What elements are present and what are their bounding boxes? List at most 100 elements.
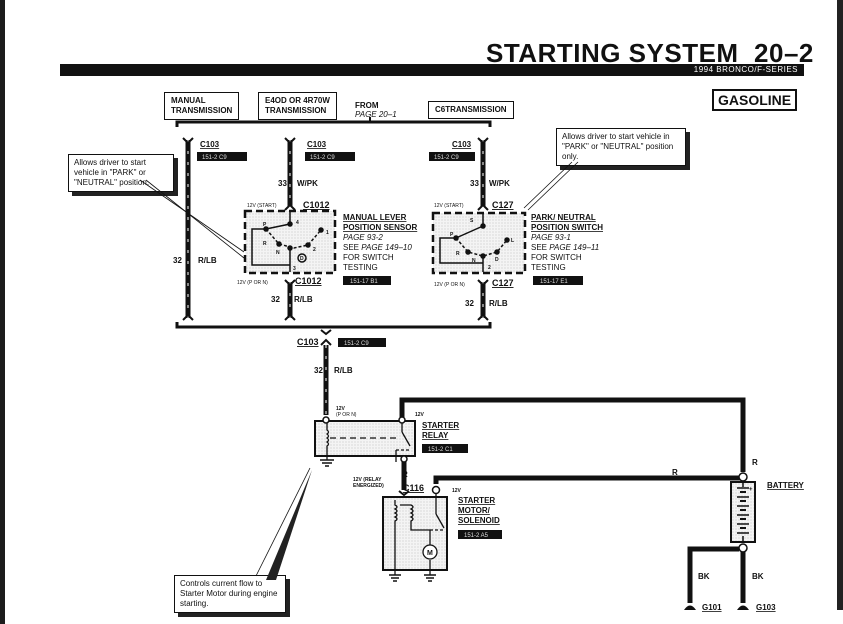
mlps-name-1: MANUAL LEVER bbox=[343, 213, 407, 222]
mlps-pos-n: N bbox=[276, 250, 280, 256]
manual-line-2: TRANSMISSION bbox=[171, 106, 233, 115]
title-text: STARTING SYSTEM bbox=[486, 38, 739, 68]
wire-mid-bottom bbox=[284, 279, 296, 321]
solenoid-voltage: 12V bbox=[452, 488, 462, 494]
w32-mid-circuit: 32 bbox=[271, 295, 280, 304]
c103-mid-ref: 151-2 C9 bbox=[310, 155, 335, 161]
relay-contact-voltage: 12V bbox=[415, 412, 425, 418]
pnp-ref-bg bbox=[533, 276, 583, 285]
ground-right-color: BK bbox=[752, 572, 764, 581]
relay-energized-voltage-1: 12V (RELAY bbox=[353, 477, 382, 483]
wire-battery-to-solenoid bbox=[433, 475, 740, 484]
note-right-leader bbox=[523, 161, 573, 209]
ground-left-color: BK bbox=[698, 572, 710, 581]
wire-right-bottom bbox=[477, 279, 489, 321]
c6-transmission-label: C6TRANSMISSION bbox=[428, 101, 514, 119]
relay-ref: 151-2 C1 bbox=[428, 447, 453, 453]
pnp-pn-voltage: 12V (P OR N) bbox=[434, 282, 465, 288]
mlps-start-voltage: 12V (START) bbox=[247, 203, 277, 209]
c103-left-ref-bg bbox=[197, 152, 247, 161]
page-title: STARTING SYSTEM 20–2 bbox=[486, 38, 814, 69]
svg-text:SEE PAGE 149–11: SEE PAGE 149–11 bbox=[531, 243, 599, 252]
right-scan-border bbox=[837, 0, 843, 610]
solenoid-terminal bbox=[431, 485, 441, 495]
relay-name-1: STARTER bbox=[422, 421, 459, 430]
w32-mid-color: R/LB bbox=[294, 295, 313, 304]
w32-right-color: R/LB bbox=[489, 299, 508, 308]
c103-mid-label: C103 bbox=[307, 140, 327, 149]
starter-name-2: MOTOR/ bbox=[458, 506, 491, 515]
battery-polarity: + bbox=[749, 487, 753, 493]
c1012-bottom-label: C1012 bbox=[295, 276, 322, 286]
mlps-switch-symbol bbox=[251, 212, 324, 272]
wire-right-top bbox=[477, 137, 489, 211]
manual-transmission-label: MANUAL TRANSMISSION bbox=[164, 92, 240, 120]
starter-ref-bg bbox=[458, 530, 502, 539]
e4od-line-2: TRANSMISSION bbox=[265, 106, 327, 115]
c103-right-ref: 151-2 C9 bbox=[434, 155, 459, 161]
c127-top-label: C127 bbox=[492, 200, 514, 210]
wire-mid-top bbox=[284, 137, 296, 211]
starter-name-1: STARTER bbox=[458, 496, 495, 505]
mlps-name-2: POSITION SENSOR bbox=[343, 223, 417, 232]
bottom-bus bbox=[175, 322, 492, 329]
relay-coil-voltage-2: (P OR N) bbox=[336, 412, 357, 418]
mlps-pos-3: 3 bbox=[293, 266, 296, 272]
page-number: 20–2 bbox=[754, 38, 814, 68]
note-right-leader-2 bbox=[527, 161, 579, 211]
pnp-see-page: PAGE 149–11 bbox=[549, 243, 599, 252]
note-bottom-leader bbox=[255, 467, 311, 577]
battery-cells-icon bbox=[737, 482, 749, 542]
w32-left-circuit: 32 bbox=[173, 256, 182, 265]
c103-bottom-ref-bg bbox=[338, 338, 386, 347]
relay-coil-terminal bbox=[322, 416, 330, 424]
mlps-ref: 151-17 B1 bbox=[350, 279, 378, 285]
battery-negative-terminal bbox=[738, 543, 748, 553]
header-subtitle: 1994 BRONCO/F-SERIES bbox=[693, 65, 798, 74]
wire-r-label-solenoid: R bbox=[672, 468, 678, 477]
from-page: PAGE 20–1 bbox=[355, 110, 397, 119]
c6-line: C6TRANSMISSION bbox=[435, 105, 507, 114]
motor-ground-icons bbox=[389, 574, 436, 582]
note-left: Allows driver to start vehicle in "PARK"… bbox=[68, 154, 174, 192]
wire-c103-bottom bbox=[320, 329, 332, 415]
relay-contact-terminal bbox=[398, 416, 406, 424]
w32-bottom-color: R/LB bbox=[334, 366, 353, 375]
pnp-testing-2: TESTING bbox=[531, 263, 566, 272]
mlps-testing-1: FOR SWITCH bbox=[343, 253, 394, 262]
c103-right-ref-bg bbox=[429, 152, 475, 161]
w33-right-circuit: 33 bbox=[470, 179, 479, 188]
c1012-top-label: C1012 bbox=[303, 200, 330, 210]
pnp-name-2: POSITION SWITCH bbox=[531, 223, 603, 232]
solenoid-internals bbox=[393, 492, 445, 575]
fuel-badge: GASOLINE bbox=[712, 89, 798, 111]
relay-ground-icon bbox=[320, 459, 334, 467]
c103-mid-ref-bg bbox=[305, 152, 355, 161]
manual-line-1: MANUAL bbox=[171, 96, 206, 105]
mlps-testing-2: TESTING bbox=[343, 263, 378, 272]
mlps-pos-r: R bbox=[263, 241, 267, 247]
mlps-see: SEE bbox=[343, 243, 359, 252]
pnp-start-voltage: 12V (START) bbox=[434, 203, 464, 209]
c103-left-label: C103 bbox=[200, 140, 220, 149]
mlps-pn-voltage: 12V (P OR N) bbox=[237, 280, 268, 286]
starter-name-3: SOLENOID bbox=[458, 516, 500, 525]
c103-bottom-label: C103 bbox=[297, 337, 319, 347]
pnp-pos-n: N bbox=[472, 258, 476, 264]
w33-right-color: W/PK bbox=[489, 179, 510, 188]
mlps-page: PAGE 93-2 bbox=[343, 233, 383, 242]
starter-ref: 151-2 A5 bbox=[464, 533, 489, 539]
pnp-name-1: PARK/ NEUTRAL bbox=[531, 213, 596, 222]
c127-bottom-label: C127 bbox=[492, 278, 514, 288]
top-bus bbox=[175, 120, 492, 127]
wire-left bbox=[182, 137, 194, 321]
wire-r-label-relay: R bbox=[752, 458, 758, 467]
note-right: Allows driver to start vehicle in "PARK"… bbox=[556, 128, 686, 166]
from-label: FROM bbox=[355, 101, 379, 110]
mlps-pos-d: D bbox=[300, 256, 304, 262]
e4od-line-1: E4OD OR 4R70W bbox=[265, 96, 330, 105]
relay-output-terminal bbox=[400, 455, 408, 463]
c103-bottom-ref: 151-2 C9 bbox=[344, 341, 369, 347]
g103-label: G103 bbox=[756, 603, 776, 612]
